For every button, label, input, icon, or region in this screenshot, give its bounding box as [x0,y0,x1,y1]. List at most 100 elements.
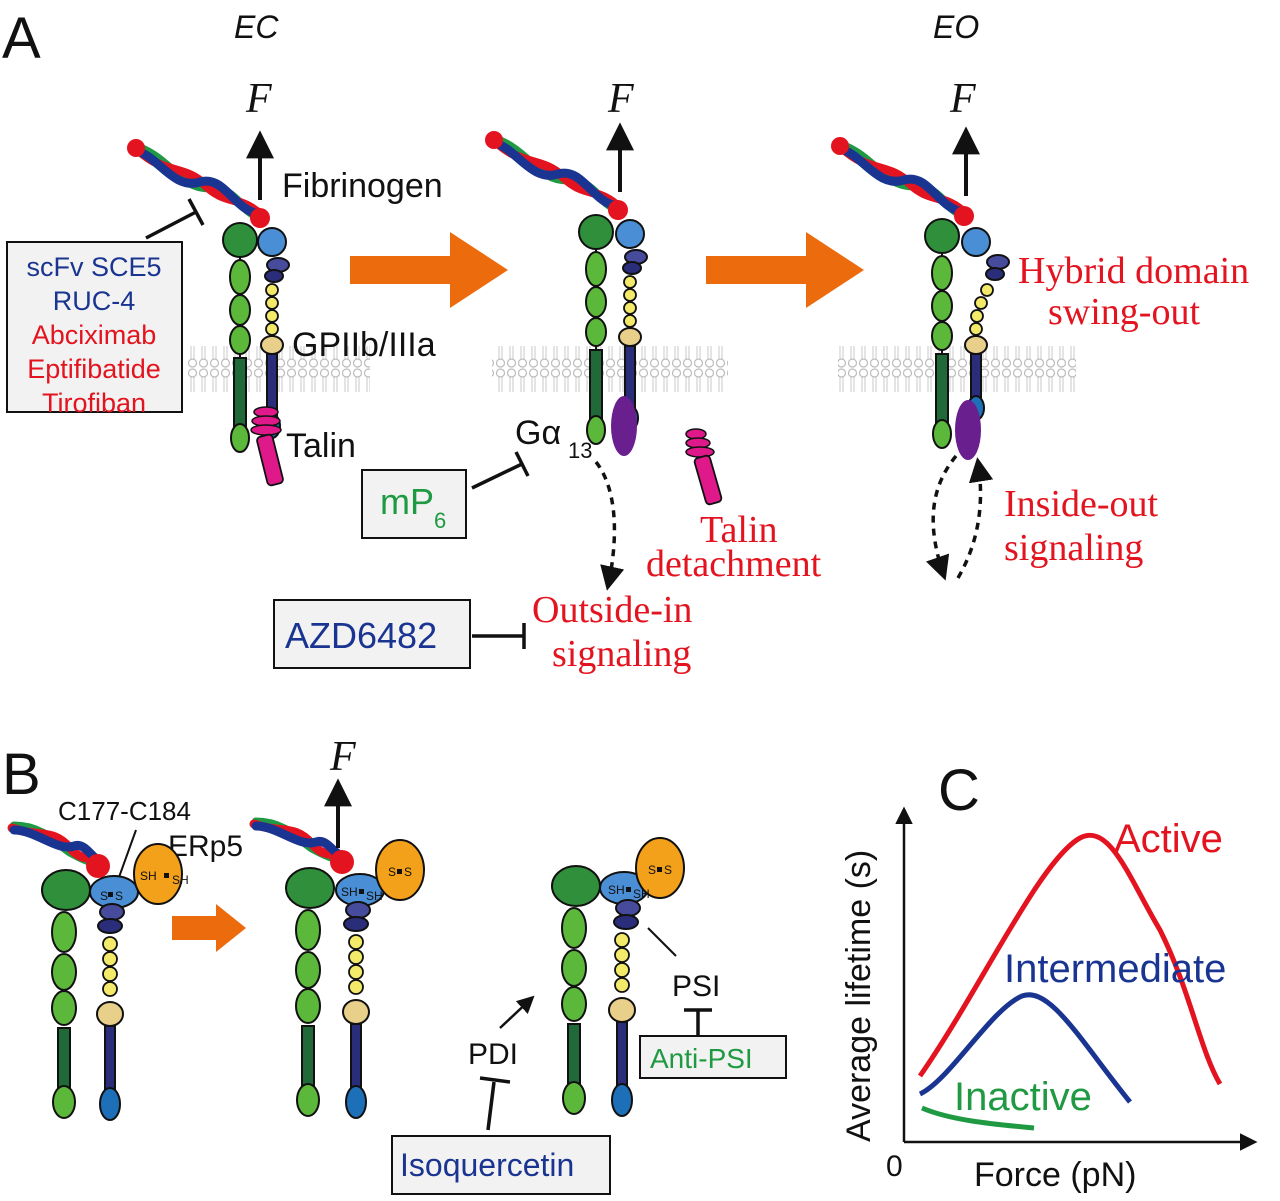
talin-detachment-line-1: Talin [700,509,778,551]
panel-b-label: B [2,742,41,807]
x-axis-label: Force (pN) [974,1156,1136,1194]
fibrinogen-b2 [249,817,354,874]
series-inactive-curve [921,1105,1035,1131]
inhibition-bar-pdi [479,1076,511,1084]
inhibitor-item: Abciximab [32,320,157,350]
erp5-sh-left: SH [140,869,157,883]
isoquercetin-label: Isoquercetin [400,1147,574,1183]
fibrinogen-1 [127,139,270,228]
series-inactive-label: Inactive [954,1075,1092,1119]
g-alpha-13-shape-1 [611,396,637,456]
panel-b: B F C177-C184 ERp5 [2,734,787,1195]
hybrid-line-1: Hybrid domain [1018,250,1249,292]
b1-s-right: S [115,889,123,903]
inhibitor-item: scFv SCE5 [26,252,161,282]
b3-sh-left: SH [608,883,625,897]
outside-in-line-2: signaling [552,633,691,675]
inhibition-line-1 [145,210,197,240]
series-intermediate-label: Intermediate [1004,947,1226,991]
y-axis-label: Average lifetime (s) [840,850,878,1142]
transition-arrow-2 [706,232,864,308]
inhibitor-item: Tirofiban [42,388,146,418]
integrin-b1 [41,843,183,1121]
mp6-label: mP [380,481,434,522]
series-active-curve [917,833,1223,1086]
azd-label: AZD6482 [285,615,437,656]
force-label-b: F [329,734,356,780]
force-label-2: F [607,76,634,122]
integrin-b2 [285,839,425,1119]
ec-label: EC [234,9,279,45]
inhibitor-item: Eptifibatide [27,354,161,384]
integrin-b3 [551,837,685,1117]
b2-erp5-s-left: S [388,865,396,879]
fibrinogen-label: Fibrinogen [282,167,443,205]
panel-a: A EC EO F [2,6,1249,675]
inhibitor-box-1 [6,241,183,413]
inhibition-bar-mp6 [514,451,530,477]
panel-c-label: C [938,758,980,823]
membrane-2 [492,346,728,392]
pdi-arrow [499,995,535,1029]
transition-arrow-b [172,904,246,952]
b3-erp5-s-right: S [664,863,672,877]
b2-sh-left: SH [341,885,358,899]
g-alpha-subscript: 13 [568,438,592,463]
series-intermediate-curve [918,992,1132,1104]
inhibition-line-mp6 [471,462,523,490]
b3-erp5-s-left: S [648,863,656,877]
talin-detached [685,428,723,506]
force-label-1: F [245,76,272,122]
transition-arrow-1 [350,232,508,308]
membrane-3 [838,346,1076,392]
integrin-alpha-1 [222,222,258,453]
b2-sh-right: SH [366,889,383,903]
hybrid-line-2: swing-out [1048,291,1200,333]
anti-psi-box [639,1035,787,1079]
disulfide-pointer [117,829,137,881]
talin-label: Talin [286,427,356,465]
b2-erp5-s-right: S [404,865,412,879]
receptor-label: GPIIb/IIIa [292,326,436,364]
force-label-3: F [949,76,976,122]
integrin-alpha-3 [924,218,960,449]
inside-out-line-2: signaling [1004,527,1143,569]
integrin-alpha-2 [578,214,614,445]
origin-label: 0 [886,1150,903,1183]
g-alpha-13-shape-2 [955,400,981,460]
outside-in-arrow [594,460,625,591]
fibrinogen-b1 [7,821,110,878]
talin-detachment-line-2: detachment [646,543,822,585]
inside-out-arrow-up [956,457,994,579]
series-active-label: Active [1114,817,1223,861]
inhibitor-item: RUC-4 [53,286,136,316]
outside-in-line-1: Outside-in [532,589,692,631]
eo-label: EO [933,9,979,45]
inhibition-line-pdi [486,1081,496,1131]
b3-sh-right: SH [633,887,650,901]
fibrinogen-2 [485,131,628,220]
inhibitor-list-1: scFv SCE5RUC-4AbciximabEptifibatideTirof… [26,252,161,418]
mp6-subscript: 6 [434,508,446,533]
erp5-label: ERp5 [168,830,243,863]
panel-a-label: A [2,6,41,71]
panel-c: C Average lifetime (s) Force (pN) 0 Acti… [840,758,1258,1194]
erp5-sh-right: SH [172,873,189,887]
isoquercetin-box [391,1135,611,1195]
psi-label: PSI [672,970,720,1003]
fibrinogen-3 [831,137,974,226]
talin-bound [250,406,284,487]
inside-out-line-1: Inside-out [1004,483,1159,525]
mp6-box [361,469,467,539]
disulfide-label: C177-C184 [58,796,191,826]
inside-out-arrow-down [925,454,958,581]
g-alpha-label: Gα [515,414,561,452]
pdi-label: PDI [468,1038,518,1071]
psi-pointer [647,927,677,957]
azd-box [273,599,471,669]
b1-s-left: S [100,889,108,903]
inhibition-bar-1 [187,198,205,226]
anti-psi-label: Anti-PSI [650,1043,753,1074]
